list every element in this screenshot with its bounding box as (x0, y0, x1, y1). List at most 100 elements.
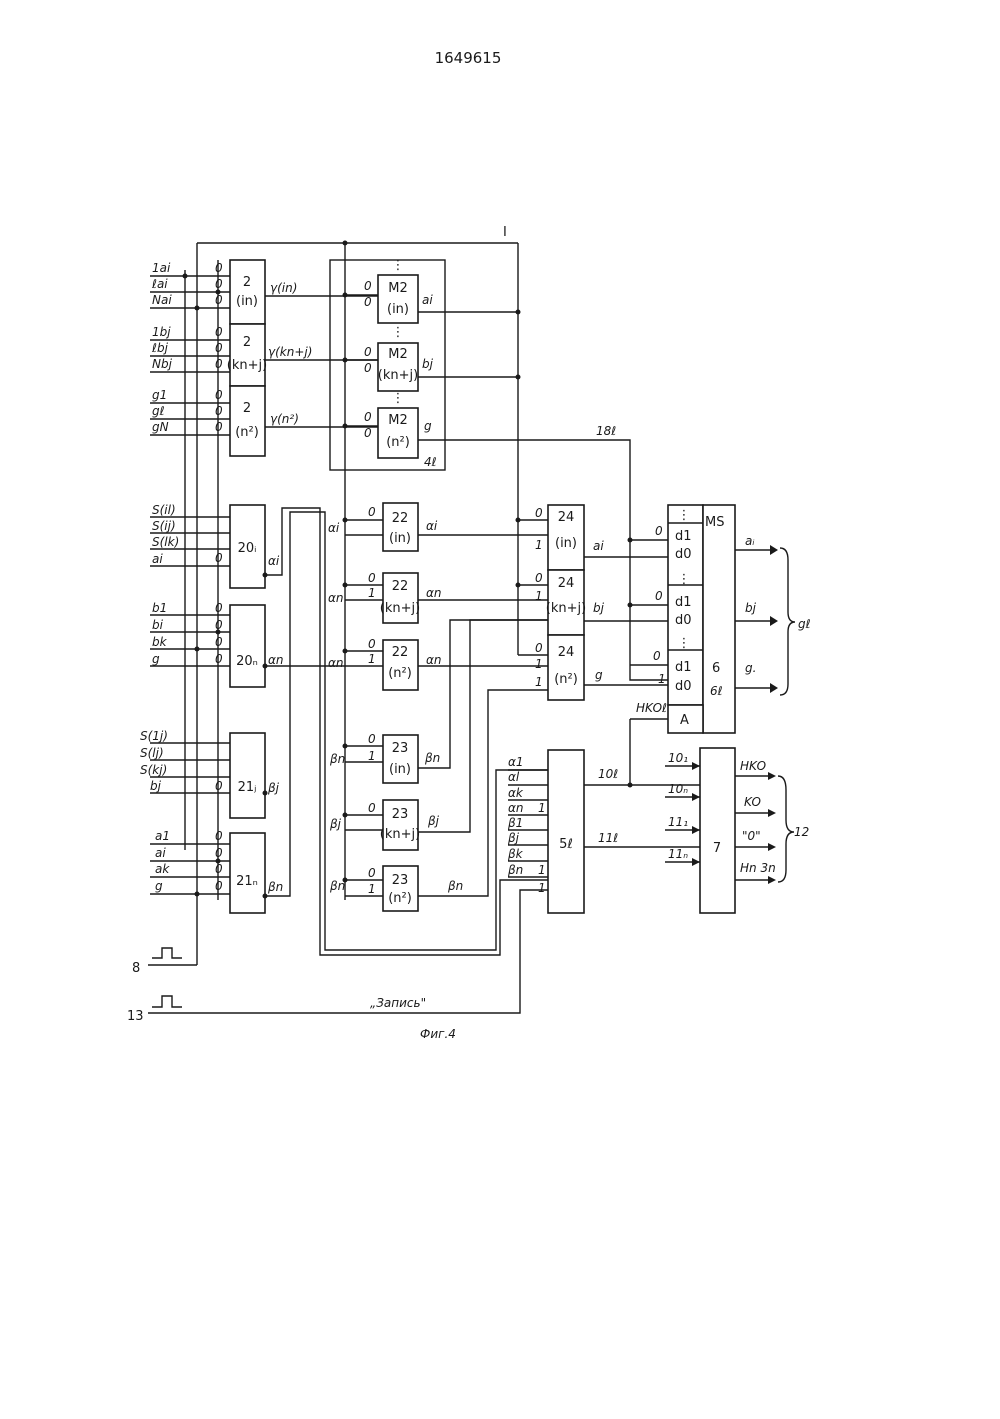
svg-text:(n²): (n²) (388, 666, 412, 681)
block-2-kn: 2 (kn+j) γ(kn+j) (227, 324, 378, 386)
svg-text:(n²): (n²) (554, 672, 578, 687)
svg-text:αn: αn (508, 801, 524, 815)
block-22-kn: 22 (kn+j) 0 1 αn αn (328, 571, 548, 623)
svg-text:αk: αk (508, 786, 524, 800)
svg-text:2: 2 (243, 401, 251, 416)
svg-text:ℓai: ℓai (151, 277, 168, 291)
svg-text:⋮: ⋮ (392, 391, 405, 406)
svg-text:S(lk): S(lk) (152, 535, 179, 549)
svg-text:1: 1 (368, 749, 376, 763)
svg-text:αi: αi (426, 519, 438, 533)
svg-text:aᵢ: aᵢ (745, 534, 755, 548)
svg-text:10₁: 10₁ (668, 751, 688, 765)
svg-text:gℓ: gℓ (798, 617, 811, 631)
svg-text:0: 0 (215, 652, 223, 666)
ms-block-6: MS ⋮ d1 d0 ⋮ d1 d0 ⋮ d1 d0 A 6 6ℓ 0 0 0 … (653, 505, 735, 733)
svg-text:ai: ai (422, 293, 433, 307)
nko-line (630, 719, 668, 785)
svg-text:S(kj): S(kj) (140, 763, 167, 777)
svg-text:(kn+j): (kn+j) (227, 358, 267, 373)
svg-text:1: 1 (535, 657, 543, 671)
block-7: 7 10₁ 10ₙ 11₁ 11ₙ HKO KO "0" Hn 3n 12 (665, 748, 809, 913)
svg-text:0: 0 (215, 601, 223, 615)
svg-text:MS: MS (705, 515, 724, 530)
svg-text:Hn 3n: Hn 3n (740, 861, 776, 875)
svg-text:βn: βn (424, 751, 440, 765)
svg-text:0: 0 (364, 410, 372, 424)
svg-text:24: 24 (558, 510, 575, 525)
svg-text:Nbj: Nbj (152, 357, 173, 371)
svg-text:d1: d1 (675, 529, 692, 544)
svg-text:11₁: 11₁ (668, 815, 688, 829)
svg-text:1: 1 (538, 881, 546, 895)
block-21j: 21ⱼ βj (230, 733, 280, 818)
svg-text:S(1j): S(1j) (140, 729, 168, 743)
svg-text:⋮: ⋮ (678, 508, 691, 523)
svg-text:0: 0 (215, 404, 223, 418)
patent-number: 1649615 (435, 49, 502, 67)
svg-text:20ᵢ: 20ᵢ (238, 541, 257, 556)
svg-text:αn: αn (328, 591, 344, 605)
svg-text:0: 0 (215, 277, 223, 291)
svg-text:bj: bj (745, 601, 757, 615)
svg-text:⋮: ⋮ (678, 572, 691, 587)
svg-text:0: 0 (215, 846, 223, 860)
svg-text:αi: αi (268, 554, 280, 568)
svg-text:1: 1 (658, 672, 666, 686)
svg-text:1: 1 (535, 675, 543, 689)
svg-text:βj: βj (329, 817, 342, 831)
block-20n: 20ₙ αn (230, 605, 284, 687)
svg-text:⋮: ⋮ (392, 258, 405, 273)
svg-text:KO: KO (744, 795, 761, 809)
input-group-b: 1bj ℓbj Nbj 0 0 0 (150, 325, 230, 372)
svg-text:0: 0 (535, 571, 543, 585)
svg-text:bk: bk (152, 635, 168, 649)
svg-text:γ(in): γ(in) (270, 281, 297, 295)
svg-text:22: 22 (392, 579, 409, 594)
svg-text:(in): (in) (389, 762, 411, 777)
input-8: 8 (132, 948, 197, 976)
svg-text:24: 24 (558, 645, 575, 660)
svg-text:10ₙ: 10ₙ (668, 782, 688, 796)
svg-text:6ℓ: 6ℓ (710, 684, 723, 698)
svg-text:βj: βj (427, 814, 440, 828)
svg-text:(kn+j): (kn+j) (546, 601, 586, 616)
svg-text:0: 0 (215, 388, 223, 402)
svg-text:ak: ak (155, 862, 170, 876)
svg-text:ai: ai (155, 846, 166, 860)
svg-text:M2: M2 (388, 413, 408, 428)
svg-text:d1: d1 (675, 595, 692, 610)
svg-text:0: 0 (215, 635, 223, 649)
svg-text:21ₙ: 21ₙ (236, 874, 258, 889)
svg-text:αn: αn (328, 656, 344, 670)
svg-text:αn: αn (426, 586, 442, 600)
svg-text:gN: gN (152, 420, 169, 434)
svg-text:Nai: Nai (152, 293, 172, 307)
svg-text:βj: βj (507, 831, 520, 845)
svg-text:0: 0 (655, 524, 663, 538)
svg-text:ℓbj: ℓbj (151, 341, 169, 355)
svg-text:7: 7 (713, 841, 721, 856)
svg-text:24: 24 (558, 576, 575, 591)
nko-label: HKOℓ (636, 701, 667, 715)
svg-text:8: 8 (132, 961, 140, 976)
svg-text:23: 23 (392, 807, 409, 822)
svg-text:0: 0 (215, 325, 223, 339)
svg-text:α1: α1 (508, 755, 524, 769)
svg-text:M2: M2 (388, 281, 408, 296)
svg-text:(in): (in) (555, 536, 577, 551)
block-m2-kn: ⋮ M2 (kn+j) 0 0 bj (345, 325, 518, 391)
block-24-kn: 24 (kn+j) 0 1 bj (518, 570, 668, 635)
block-21n: 21ₙ βn (230, 833, 283, 913)
block-5: 5ℓ α1 αl αk αn β1 βj βk βn 1 1 1 10ℓ 11ℓ (507, 750, 700, 913)
svg-text:d0: d0 (675, 679, 692, 694)
svg-text:„Запись": „Запись" (370, 996, 426, 1010)
svg-text:0: 0 (364, 345, 372, 359)
svg-text:0: 0 (364, 361, 372, 375)
svg-text:a1: a1 (155, 829, 170, 843)
svg-text:23: 23 (392, 741, 409, 756)
svg-text:(in): (in) (236, 294, 258, 309)
svg-text:ai: ai (593, 539, 604, 553)
svg-text:22: 22 (392, 511, 409, 526)
